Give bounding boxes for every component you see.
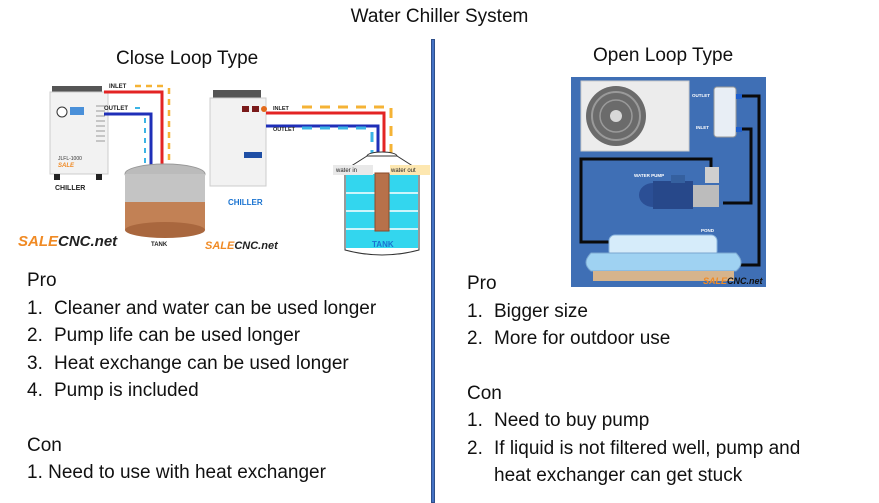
tank-label: TANK xyxy=(151,242,168,248)
con-item-continuation: heat exchanger can get stuck xyxy=(494,465,743,486)
outlet-label: OUTLET xyxy=(692,93,710,98)
open-loop-illustration: OUTLET INLET WATER PUMP POND SALECNC.net xyxy=(571,77,766,287)
brand-logo: SALECNC.net xyxy=(18,233,118,250)
cold-flow-arrows xyxy=(302,126,374,168)
tank-label: TANK xyxy=(372,240,394,249)
heat-exchanger-icon xyxy=(713,86,742,138)
hot-pipe xyxy=(104,90,164,172)
brand-logo: SALECNC.net xyxy=(205,240,279,252)
brand-small: SALE xyxy=(58,163,75,169)
close-loop-illustration: JLFL-1000 SALE CHILLER INLET OUTLET TANK… xyxy=(18,84,430,256)
chiller-unit-icon xyxy=(209,90,267,187)
pro-item: 1.Bigger size xyxy=(467,300,588,322)
inlet-label: INLET xyxy=(696,125,709,130)
close-loop-pros-cons: Pro 1.Cleaner and water can be used long… xyxy=(27,267,376,487)
con-label: Con xyxy=(467,382,502,404)
hot-flow-arrows xyxy=(302,105,393,168)
pump-label: WATER PUMP xyxy=(634,173,664,178)
pro-item: 3.Heat exchange can be used longer xyxy=(27,352,349,374)
con-label: Con xyxy=(27,434,62,456)
water-out-label: water out xyxy=(390,168,416,174)
cold-flow-arrows xyxy=(135,107,146,166)
pro-label: Pro xyxy=(467,273,497,294)
steel-tank-icon xyxy=(124,163,206,238)
inlet-label: INLET xyxy=(109,84,127,90)
con-item: 1. Need to use with heat exchanger xyxy=(27,462,326,483)
outlet-label: OUTLET xyxy=(273,127,296,133)
water-pipes xyxy=(579,94,761,267)
close-loop-heading: Close Loop Type xyxy=(116,48,259,69)
condenser-unit-icon xyxy=(580,80,690,152)
pro-item: 1.Cleaner and water can be used longer xyxy=(27,297,377,319)
water-tank-icon xyxy=(333,151,430,256)
open-loop-pros-cons: Pro 1.Bigger size 2.More for outdoor use… xyxy=(467,270,800,490)
inlet-label: INLET xyxy=(273,106,290,112)
pro-item: 2.More for outdoor use xyxy=(467,328,671,349)
model-label: JLFL-1000 xyxy=(58,156,82,162)
slide-title: Water Chiller System xyxy=(350,6,529,27)
pro-item: 4.Pump is included xyxy=(27,380,199,401)
pro-label: Pro xyxy=(27,270,57,291)
pro-item: 2.Pump life can be used longer xyxy=(27,325,301,346)
water-in-label: water in xyxy=(335,168,357,174)
con-item: 2.If liquid is not filtered well, pump a… xyxy=(467,437,801,459)
chiller-label: CHILLER xyxy=(55,185,85,192)
pond-icon xyxy=(585,234,742,281)
con-item: 1.Need to buy pump xyxy=(467,410,650,431)
chiller-label: CHILLER xyxy=(228,198,263,207)
water-pump-icon xyxy=(639,167,719,209)
open-loop-heading: Open Loop Type xyxy=(593,45,734,66)
chiller-unit-icon xyxy=(49,86,109,180)
cold-pipe xyxy=(104,112,153,172)
outlet-label: OUTLET xyxy=(104,106,128,112)
hot-flow-arrows xyxy=(135,84,171,168)
column-divider xyxy=(431,39,435,503)
pond-label: POND xyxy=(701,228,715,233)
brand-logo: SALECNC.net xyxy=(703,276,764,286)
